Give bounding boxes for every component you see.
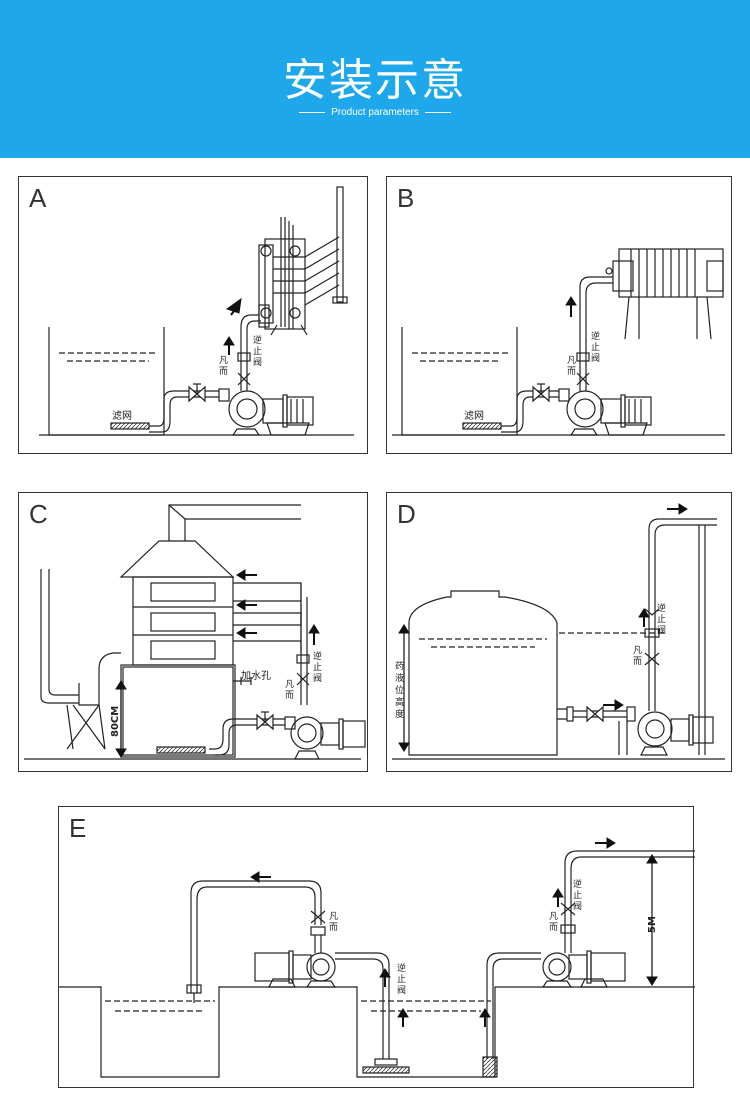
check-valve-e-1: 逆 <box>573 878 582 890</box>
panel-c: 80CM 加水孔 逆 止 阀 凡 而 C <box>18 492 368 772</box>
flange-e-2: 而 <box>549 922 558 933</box>
panel-label-a: A <box>29 183 47 213</box>
flange-d-1: 凡 <box>633 645 642 656</box>
check-valve-c-2: 止 <box>313 661 322 673</box>
panel-e: 5M 逆 止 阀 凡 而 逆 止 阀 凡 而 E <box>58 806 695 1088</box>
diagram-a: 滤网 逆 止 阀 凡 而 <box>39 186 354 436</box>
check-valve-mid-e-3: 阀 <box>397 985 406 996</box>
check-valve-a-3: 阀 <box>253 357 262 368</box>
panel-b: 滤网 逆 止 阀 凡 而 B <box>386 176 732 454</box>
flange-d-2: 而 <box>633 656 642 667</box>
check-valve-e-3: 阀 <box>573 901 582 912</box>
diagram-d: 药 液 位 高 度 逆 止 阀 凡 而 <box>392 503 725 760</box>
level-label-d-3: 位 <box>395 684 404 696</box>
panel-d: 药 液 位 高 度 逆 止 阀 凡 而 D <box>386 492 732 772</box>
diagram-b: 滤网 逆 止 阀 凡 而 <box>392 248 725 436</box>
check-valve-d-1: 逆 <box>657 602 666 614</box>
check-valve-b-2: 止 <box>591 341 600 353</box>
check-valve-c-1: 逆 <box>313 650 322 662</box>
check-valve-d-2: 止 <box>657 613 666 625</box>
subtitle-line-right <box>424 111 451 113</box>
flange-e-1: 凡 <box>549 911 558 922</box>
height-label-c: 80CM <box>110 706 121 737</box>
panel-label-b: B <box>397 183 415 213</box>
level-label-d-4: 高 <box>395 696 404 708</box>
flange-a-1: 凡 <box>219 355 228 366</box>
filter-label-a: 滤网 <box>112 409 132 422</box>
check-valve-c-3: 阀 <box>313 673 322 684</box>
check-valve-b-1: 逆 <box>591 330 600 342</box>
flange-b-2: 而 <box>567 366 576 377</box>
subtitle-line-left <box>299 111 326 113</box>
flange-c-1: 凡 <box>285 679 294 690</box>
check-valve-e-2: 止 <box>573 889 582 901</box>
check-valve-mid-e-1: 逆 <box>397 962 406 974</box>
panel-label-c: C <box>29 499 48 529</box>
filter-label-b: 滤网 <box>464 409 484 422</box>
check-valve-mid-e-2: 止 <box>397 973 406 985</box>
level-label-d-2: 液 <box>395 672 404 684</box>
header-banner: 安装示意 Product parameters <box>0 0 750 158</box>
flange-a-2: 而 <box>219 366 228 377</box>
panel-label-e: E <box>69 813 87 843</box>
subtitle-text: Product parameters <box>331 107 419 118</box>
flange-b-1: 凡 <box>567 355 576 366</box>
panel-label-d: D <box>397 499 416 529</box>
flange-left-e-2: 而 <box>329 922 338 933</box>
diagram-c: 80CM 加水孔 逆 止 阀 凡 而 <box>24 504 366 760</box>
page-title: 安装示意 <box>283 55 467 106</box>
check-valve-a-2: 止 <box>253 345 262 357</box>
level-label-d-1: 药 <box>395 661 404 672</box>
flange-left-e-1: 凡 <box>329 911 338 922</box>
page-subtitle: Product parameters <box>0 107 750 118</box>
water-inlet-label: 加水孔 <box>241 670 271 682</box>
height-label-e: 5M <box>647 916 658 933</box>
check-valve-a-1: 逆 <box>253 334 262 346</box>
level-label-d-5: 度 <box>395 708 404 720</box>
check-valve-b-3: 阀 <box>591 353 600 364</box>
flange-c-2: 而 <box>285 690 294 701</box>
panel-a: 滤网 逆 止 阀 凡 而 A <box>18 176 368 454</box>
diagram-e: 5M 逆 止 阀 凡 而 逆 止 阀 凡 而 <box>59 837 695 1078</box>
check-valve-d-3: 阀 <box>657 625 666 636</box>
